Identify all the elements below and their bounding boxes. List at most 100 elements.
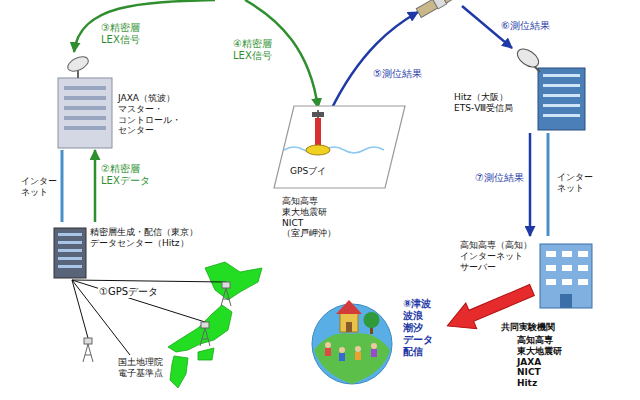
buoy-drawing: [306, 145, 330, 155]
server-building: [578, 279, 588, 285]
annotation-text: ③精密層 LEX信号: [100, 22, 145, 46]
gps-data-lines: [72, 280, 205, 322]
jaxa-building: [58, 78, 112, 148]
reference-station: [221, 288, 231, 306]
globe-illustration: [312, 300, 392, 384]
edge-label: ⑦測位結果: [474, 172, 525, 184]
hitz-building: [538, 68, 585, 130]
reference-station: [221, 282, 231, 306]
facility-box: JAXA（筑波） マスター・ コントロール・ センター: [56, 55, 196, 150]
node-text: 高知高専（高知） インターネット サーバー: [460, 240, 536, 272]
hitz-building: [543, 84, 580, 87]
reference-station: [84, 338, 92, 344]
facility-box: 精密層生成・配信（東京） データセンター（Hitz）: [50, 222, 220, 280]
datacenter-building: [58, 249, 82, 252]
hitz-building: [514, 45, 585, 130]
annotation-text: 共同実験機関: [500, 322, 556, 333]
signal-arrows: [74, 0, 215, 52]
edge-label: ①GPSデータ: [98, 286, 159, 298]
japan-map: [205, 262, 262, 300]
buoy-drawing: [284, 147, 384, 153]
signal-arrows: [330, 12, 418, 112]
annotation-text: ④精密層 LEX信号: [232, 38, 277, 62]
node-text: 精密層生成・配信（東京） データセンター（Hitz）: [90, 227, 202, 249]
datacenter-building: [58, 257, 82, 260]
globe-illustration: [340, 312, 358, 332]
server-building: [546, 279, 556, 285]
globe-illustration: [325, 342, 331, 348]
reference-station: [200, 328, 210, 346]
gps-data-lines: [72, 280, 88, 338]
server-building: [540, 244, 592, 308]
jaxa-building: [64, 86, 106, 90]
connector: [94, 150, 97, 222]
node-text: 国土地理院 電子基準点: [118, 357, 167, 379]
japan-map: [168, 262, 262, 388]
globe-illustration: [371, 349, 377, 357]
sea-outline: [272, 104, 407, 190]
datacenter-building: [54, 228, 86, 278]
annotation-text: インターネット: [556, 172, 596, 194]
annotation-text: 高知高専 東大地震研 JAXA NICT Hitz: [516, 335, 565, 389]
facility-box: Hitz（大阪） ETS-Ⅷ受信局: [452, 48, 590, 133]
globe-illustration: [355, 352, 361, 360]
japan-map: [198, 348, 214, 360]
connector: [529, 133, 532, 236]
jaxa-building: [64, 116, 106, 120]
internet-line: [61, 150, 64, 222]
japan-map: [168, 305, 232, 352]
hitz-building: [543, 104, 580, 107]
buoy-drawing: [274, 106, 405, 188]
facility-box: 高知高専（高知） インターネット サーバー: [458, 236, 596, 310]
server-building: [546, 265, 556, 271]
annotation-text: ⑥測位結果: [500, 20, 551, 32]
datacenter-building: [58, 241, 82, 244]
annotation-text: インターネット: [20, 176, 60, 198]
buoy-drawing: [315, 118, 321, 148]
reference-station: [83, 338, 93, 362]
node-text: JAXA（筑波） マスター・ コントロール・ センター: [118, 93, 183, 136]
hitz-building: [543, 114, 580, 117]
internet-line: [547, 133, 550, 236]
jaxa-building: [64, 106, 106, 110]
globe-illustration: [339, 353, 345, 361]
datacenter-building: [58, 265, 82, 268]
server-building: [540, 244, 592, 308]
server-building: [578, 251, 588, 257]
globe-illustration: [346, 322, 352, 332]
buoy-sea-box: GPSブイ高知高専 東大地震研 NICT （室戸岬沖）: [272, 104, 407, 190]
jaxa-building: [65, 54, 90, 74]
datacenter-building: [54, 228, 86, 278]
node-text: GPSブイ: [290, 166, 326, 177]
station-box: 国土地理院 電子基準点: [116, 355, 171, 385]
server-building: [546, 251, 556, 257]
globe-illustration: [355, 346, 361, 352]
globe-illustration: [325, 348, 331, 356]
satellite: [415, 0, 463, 18]
hitz-building: [543, 94, 580, 97]
datacenter-building: [58, 233, 82, 236]
reference-station: [200, 322, 210, 346]
edge-label: ②精密層 LEXデータ: [100, 163, 153, 187]
globe-illustration: [339, 347, 345, 353]
server-building: [562, 265, 572, 271]
buoy-drawing: [312, 112, 324, 117]
gps-data-lines: [72, 280, 226, 282]
server-building: [562, 279, 572, 285]
node-text: Hitz（大阪） ETS-Ⅷ受信局: [454, 92, 513, 114]
reference-station: [201, 322, 209, 328]
server-building: [562, 251, 572, 257]
globe-illustration: [371, 343, 377, 349]
globe-illustration: [364, 312, 380, 328]
server-building: [560, 294, 572, 308]
jaxa-building: [64, 126, 106, 130]
globe-illustration: [336, 300, 362, 314]
server-building: [578, 265, 588, 271]
japan-map: [170, 356, 188, 388]
gps-data-lines: [72, 280, 226, 338]
hitz-building: [543, 74, 580, 77]
satellite: [432, 0, 447, 9]
reference-station: [222, 282, 230, 288]
